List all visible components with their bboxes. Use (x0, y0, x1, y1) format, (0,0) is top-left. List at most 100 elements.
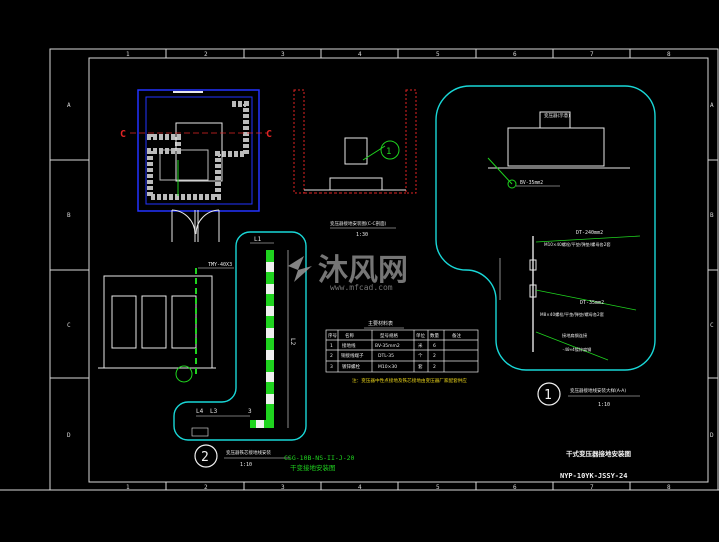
material-table: 主要材料表 序号 名称 型号规格 单位 数量 备注 1 接地线 BV-35mm2… (325, 320, 479, 384)
table-r3-unit: 套 (418, 363, 423, 370)
detail-1-wire-3-spec: -40×4镀锌扁钢 (562, 346, 591, 353)
section-wall-left (293, 89, 305, 194)
table-header-spec: 型号规格 (380, 332, 398, 339)
detail-1-marker-circle (537, 382, 561, 406)
detail-1-clamp-1 (529, 259, 537, 271)
table-r2-spec: DTL-35 (378, 353, 394, 359)
detail-2-strip-stripes (256, 262, 274, 428)
col-mark-8: 8 (667, 51, 671, 58)
watermark: 沐风网 www.mfcad.com (288, 253, 408, 292)
plan-section-mark-right: C (266, 129, 272, 140)
table-r2-qty: 2 (433, 353, 436, 359)
detail-1-wire-2-spec: M8×40螺栓/平垫/弹垫/螺母各2套 (540, 311, 605, 318)
table-r1-unit: 米 (418, 342, 423, 349)
footer-title-right: 干式变压器接地安装图 (566, 449, 632, 458)
detail-2-caption: 变压器铁芯接地线安装 (226, 449, 271, 456)
plan-equipment (159, 149, 209, 181)
detail-1: 变压器(示意) BV-35mm2 DT-240mm2 M10×40螺栓/平垫/弹… (435, 85, 656, 408)
plan-door-swing-right (195, 209, 220, 242)
table-header-unit: 单位 (416, 332, 425, 339)
plan-door-swing-left (171, 209, 196, 242)
row-mark-a-right: A (710, 102, 714, 109)
plan-cable-trench (147, 101, 249, 200)
transformer-elevation (98, 268, 216, 378)
elevation-coil-2 (141, 295, 167, 349)
col-mark-bottom-5: 5 (436, 484, 440, 491)
detail-1-scale: 1:10 (598, 402, 610, 408)
plan-view: C C (120, 89, 272, 242)
section-scale: 1:30 (356, 232, 368, 238)
table-r1-spec: BV-35mm2 (375, 343, 400, 349)
table-r2-unit: 个 (418, 353, 423, 359)
detail-1-wire-top-node (507, 179, 517, 189)
row-mark-a: A (67, 102, 71, 109)
section-base (329, 177, 383, 191)
plan-section-mark-left: C (120, 129, 126, 140)
footer-drawing-code: CSG-10B-NS-II-J-20 (284, 454, 355, 462)
table-header-remark: 备注 (452, 332, 461, 339)
detail-1-marker: 1 (544, 388, 552, 403)
watermark-text: 沐风网 (318, 253, 408, 288)
table-header-qty: 数量 (430, 332, 439, 339)
detail-1-wire-2-label: DT-35mm2 (580, 300, 604, 306)
footer-subtitle: 干变接地安装图 (290, 463, 336, 472)
table-title: 主要材料表 (368, 320, 393, 327)
detail-1-transformer-label: 变压器(示意) (544, 112, 570, 119)
detail-2-scale: 1:10 (240, 462, 252, 468)
footer-drawing-no: NYP-10YK-JSSY-24 (560, 472, 627, 480)
elevation-detail-marker (175, 365, 193, 383)
section-detail-no: 1 (386, 147, 391, 157)
col-mark-3: 3 (281, 51, 285, 58)
detail-2-boundary (173, 231, 307, 441)
col-mark-7: 7 (590, 51, 594, 58)
section-title: 变压器接地安装图(C-C剖面) (330, 220, 387, 227)
table-header-name: 名称 (345, 332, 354, 339)
table-note: 注：变压器中性点接地及铁芯接地由变压器厂家配套供应 (352, 377, 467, 384)
watermark-url: www.mfcad.com (330, 283, 393, 292)
elevation-coil-3 (171, 295, 197, 349)
table-r2-name: 铜接线端子 (341, 352, 364, 359)
row-mark-c: C (67, 322, 71, 329)
section-wall-right (405, 89, 417, 194)
col-mark-bottom-3: 3 (281, 484, 285, 491)
detail-1-wire-top (487, 157, 513, 185)
col-mark-5: 5 (436, 51, 440, 58)
detail-1-clamp-2 (529, 284, 537, 298)
elevation-coil-1 (111, 295, 137, 349)
table-r1-no: 1 (330, 343, 333, 349)
section-transformer (344, 137, 368, 165)
table-r1-name: 接地线 (342, 342, 356, 349)
detail-1-leader-2 (535, 289, 637, 311)
detail-1-leader-1 (535, 235, 641, 243)
detail-1-wire-1-spec: M10×40螺栓/平垫/弹垫/螺母各2套 (544, 241, 611, 248)
detail-1-boundary (435, 85, 656, 371)
detail-2: L1 L2 L4 L3 3 2 变压器铁芯接地线安装 1:10 (173, 231, 307, 468)
detail-2-dim-l4: L4 (196, 408, 204, 415)
col-mark-4: 4 (358, 51, 362, 58)
table-r3-name: 镀锌螺栓 (342, 363, 360, 370)
detail-2-dim-l3: L3 (210, 408, 218, 415)
col-mark-bottom-1: 1 (126, 484, 130, 491)
detail-2-tag-3: 3 (248, 408, 252, 415)
plan-transformer-base (175, 122, 223, 182)
col-mark-6: 6 (513, 51, 517, 58)
detail-1-transformer-body (507, 127, 605, 167)
detail-2-marker: 2 (201, 450, 209, 465)
row-mark-b-right: B (710, 212, 714, 219)
table-r2-no: 2 (330, 353, 333, 359)
col-mark-bottom-4: 4 (358, 484, 362, 491)
detail-1-wire-3-label: 接地扁钢连接 (562, 332, 588, 339)
footer: CSG-10B-NS-II-J-20 干变接地安装图 干式变压器接地安装图 NY… (284, 449, 632, 480)
table-r3-spec: M10×30 (378, 364, 397, 370)
table-grid (325, 329, 479, 373)
detail-1-wire-top-label: BV-35mm2 (520, 180, 543, 186)
detail-2-dim-l1: L1 (254, 236, 262, 243)
row-mark-d-right: D (710, 432, 714, 439)
section-detail-circle (380, 140, 400, 160)
col-mark-bottom-2: 2 (204, 484, 208, 491)
table-header-no: 序号 (328, 332, 337, 339)
row-mark-b: B (67, 212, 71, 219)
watermark-logo-icon (288, 256, 312, 282)
section-view: 1 变压器接地安装图(C-C剖面) 1:30 (293, 89, 417, 238)
row-mark-c-right: C (710, 322, 714, 329)
